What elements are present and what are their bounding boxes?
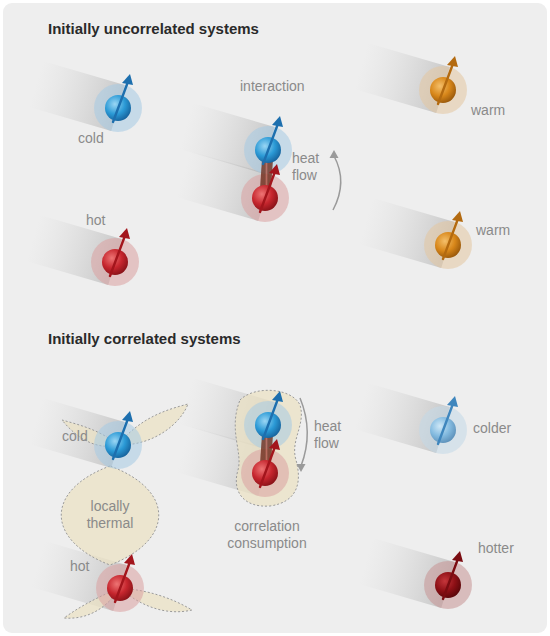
annotation-label: hot bbox=[86, 212, 105, 229]
spin-arrowhead bbox=[447, 396, 458, 407]
annotation-label: warm bbox=[476, 222, 510, 239]
spin-arrow bbox=[260, 444, 276, 487]
section-heading: Initially uncorrelated systems bbox=[48, 20, 259, 38]
annotation-label: correlation consumption bbox=[212, 518, 322, 552]
heat-flow-arrowhead bbox=[297, 464, 306, 472]
spin-arrow bbox=[443, 556, 459, 599]
spin-arrow bbox=[260, 169, 276, 212]
spin-arrowhead bbox=[269, 164, 280, 175]
spin-arrow bbox=[110, 233, 126, 276]
spin-arrow bbox=[438, 61, 454, 104]
annotation-label: interaction bbox=[240, 78, 305, 95]
section-heading: Initially correlated systems bbox=[48, 330, 241, 348]
annotation-label: hot bbox=[70, 558, 89, 575]
annotation-label: colder bbox=[473, 420, 511, 437]
correlation-blob bbox=[235, 390, 301, 506]
spin-arrowhead bbox=[122, 411, 133, 422]
spin-arrow bbox=[263, 121, 279, 164]
spin-arrow bbox=[438, 401, 454, 444]
annotation-label: cold bbox=[78, 130, 104, 147]
spin-arrowhead bbox=[452, 211, 463, 222]
annotation-label: cold bbox=[62, 428, 88, 445]
spin-arrow bbox=[113, 416, 129, 459]
spin-arrow bbox=[113, 79, 129, 122]
spin-arrowhead bbox=[272, 116, 283, 127]
spin-arrowhead bbox=[272, 391, 283, 402]
spin-arrowhead bbox=[124, 554, 135, 565]
correlation-lens bbox=[61, 466, 159, 565]
spin-arrow bbox=[115, 559, 131, 602]
annotation-label: heat flow bbox=[314, 418, 350, 452]
spin-arrowhead bbox=[452, 551, 463, 562]
annotation-label: warm bbox=[471, 102, 505, 119]
spin-arrow bbox=[443, 216, 459, 259]
spin-arrowhead bbox=[122, 74, 133, 85]
spin-arrow bbox=[263, 396, 279, 439]
annotation-label: locally thermal bbox=[78, 498, 142, 532]
annotation-label: hotter bbox=[478, 540, 514, 557]
spin-arrowhead bbox=[447, 56, 458, 67]
background-panel bbox=[3, 3, 547, 633]
spin-arrowhead bbox=[269, 439, 280, 450]
heat-flow-arrow bbox=[333, 156, 341, 210]
heat-flow-arrow bbox=[300, 398, 307, 466]
annotation-label: heat flow bbox=[292, 150, 328, 184]
spin-arrowhead bbox=[119, 228, 130, 239]
heat-flow-arrowhead bbox=[330, 150, 339, 158]
